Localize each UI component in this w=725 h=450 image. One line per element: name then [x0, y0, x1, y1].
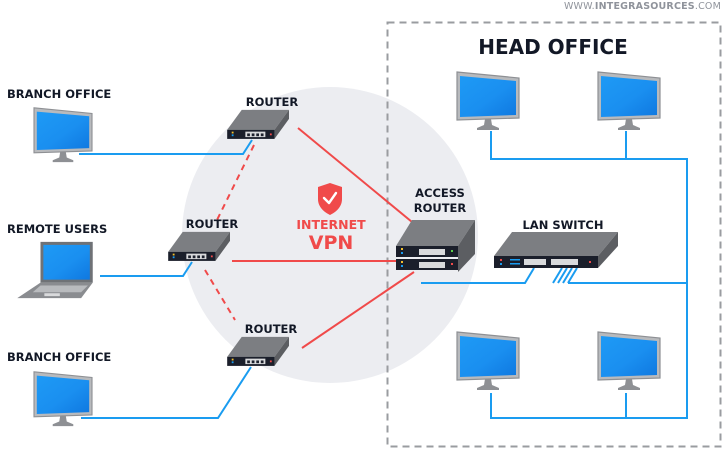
access-router-icon — [396, 220, 475, 272]
vpn-mesh-middle-bottom — [204, 269, 236, 321]
desktop-monitor-icon — [456, 331, 520, 391]
desktop-monitor-icon — [456, 71, 520, 131]
lan-trunk — [490, 131, 688, 419]
vpn-label: VPN — [309, 232, 354, 254]
lan-link-remote-users — [100, 261, 193, 277]
desktop-monitor-icon — [597, 71, 661, 131]
remote-site-label: BRANCH OFFICE — [7, 350, 111, 364]
lan-switch-uplinks — [552, 267, 687, 284]
watermark-prefix: WWW. — [563, 1, 595, 12]
access-router-label-line2: ROUTER — [414, 201, 467, 215]
remote-site-label: REMOTE USERS — [7, 222, 107, 236]
watermark-brand: INTEGRASOURCES — [594, 1, 695, 12]
router-label: ROUTER — [246, 95, 299, 109]
laptop-icon — [17, 241, 93, 299]
router-label: ROUTER — [245, 322, 298, 336]
router-label: ROUTER — [186, 217, 239, 231]
access-router-label-line1: ACCESS — [415, 186, 465, 200]
watermark-suffix: .COM — [694, 1, 721, 12]
vpn-mesh-top-middle — [215, 144, 255, 223]
lan-switch-icon — [494, 232, 618, 268]
vpn-link-top — [297, 127, 413, 223]
lan-switch-label: LAN SWITCH — [522, 218, 603, 232]
watermark: WWW.INTEGRASOURCES.COM — [564, 1, 721, 12]
lan-link-branch-2 — [81, 366, 252, 419]
lan-link-access-to-switch — [421, 267, 535, 284]
internet-cloud — [182, 87, 478, 383]
vpn-link-bottom — [301, 271, 415, 349]
remote-site-label: BRANCH OFFICE — [7, 87, 111, 101]
shield-check-icon — [318, 183, 342, 215]
lan-link-branch-1 — [79, 139, 253, 155]
head-office-title: HEAD OFFICE — [478, 35, 628, 59]
internet-label: INTERNET — [296, 217, 366, 232]
desktop-monitor-icon — [597, 331, 661, 391]
head-office-boundary — [386, 21, 722, 448]
